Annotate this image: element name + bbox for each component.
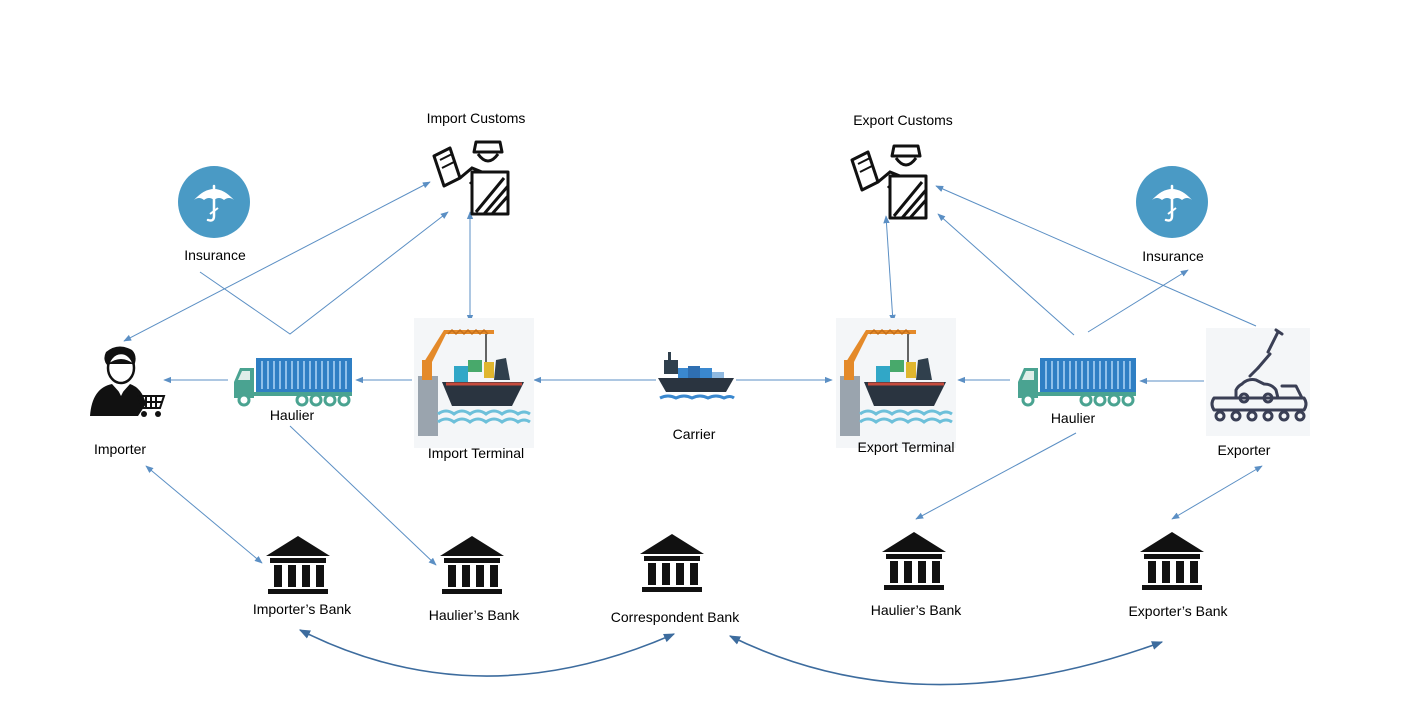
importer-label: Importer [94,441,146,457]
import-terminal-label: Import Terminal [428,445,524,461]
carrier-label: Carrier [673,426,716,442]
arrow-customs-terminal-export [883,215,896,323]
hauliers-bank-left-icon [440,536,504,594]
export-customs-icon [850,144,928,220]
arrow-insurance-haulier-customs [199,211,449,335]
arrow-importer-bank [145,465,263,564]
insurance-right-icon [1134,164,1210,240]
insurance-left-label: Insurance [184,247,246,263]
arrow-haulier-export-customs [937,213,1075,336]
insurance-left-icon [176,164,252,240]
correspondent-bank-label: Correspondent Bank [611,609,740,625]
import-customs-label: Import Customs [427,110,526,126]
hauliers-bank-right-label: Haulier’s Bank [871,602,963,618]
importer-icon [88,345,166,419]
arrow-exporter-bank [1171,465,1263,520]
export-customs-label: Export Customs [853,112,953,128]
import-customs-icon [432,140,510,216]
export-terminal-label: Export Terminal [857,439,954,455]
exporter-label: Exporter [1218,442,1271,458]
curve-correspondent-exporters-bank [728,635,1164,686]
arrow-haulier-bank-left [289,425,437,566]
arrow-exporter-export-customs [935,185,1257,327]
exporters-bank-icon [1140,532,1204,590]
import-terminal-icon [412,316,536,450]
correspondent-bank-icon [640,534,704,592]
arrow-haulier-insurance-right [1087,269,1189,333]
exporters-bank-label: Exporter’s Bank [1128,603,1228,619]
export-terminal-icon [834,316,958,450]
carrier-icon [656,350,736,400]
connectors [123,181,1263,686]
haulier-left-label: Haulier [270,407,315,423]
hauliers-bank-right-icon [882,532,946,590]
hauliers-bank-left-label: Haulier’s Bank [429,607,521,623]
haulier-right-label: Haulier [1051,410,1096,426]
haulier-right-icon [1016,356,1138,407]
importers-bank-icon [266,536,330,594]
haulier-left-icon [232,356,354,407]
curve-importers-bank-correspondent [299,629,676,677]
arrow-haulier-bank-right [915,432,1077,520]
importers-bank-label: Importer’s Bank [253,601,352,617]
exporter-icon [1204,326,1312,438]
arrow-customs-importer [123,181,431,342]
insurance-right-label: Insurance [1142,248,1204,264]
